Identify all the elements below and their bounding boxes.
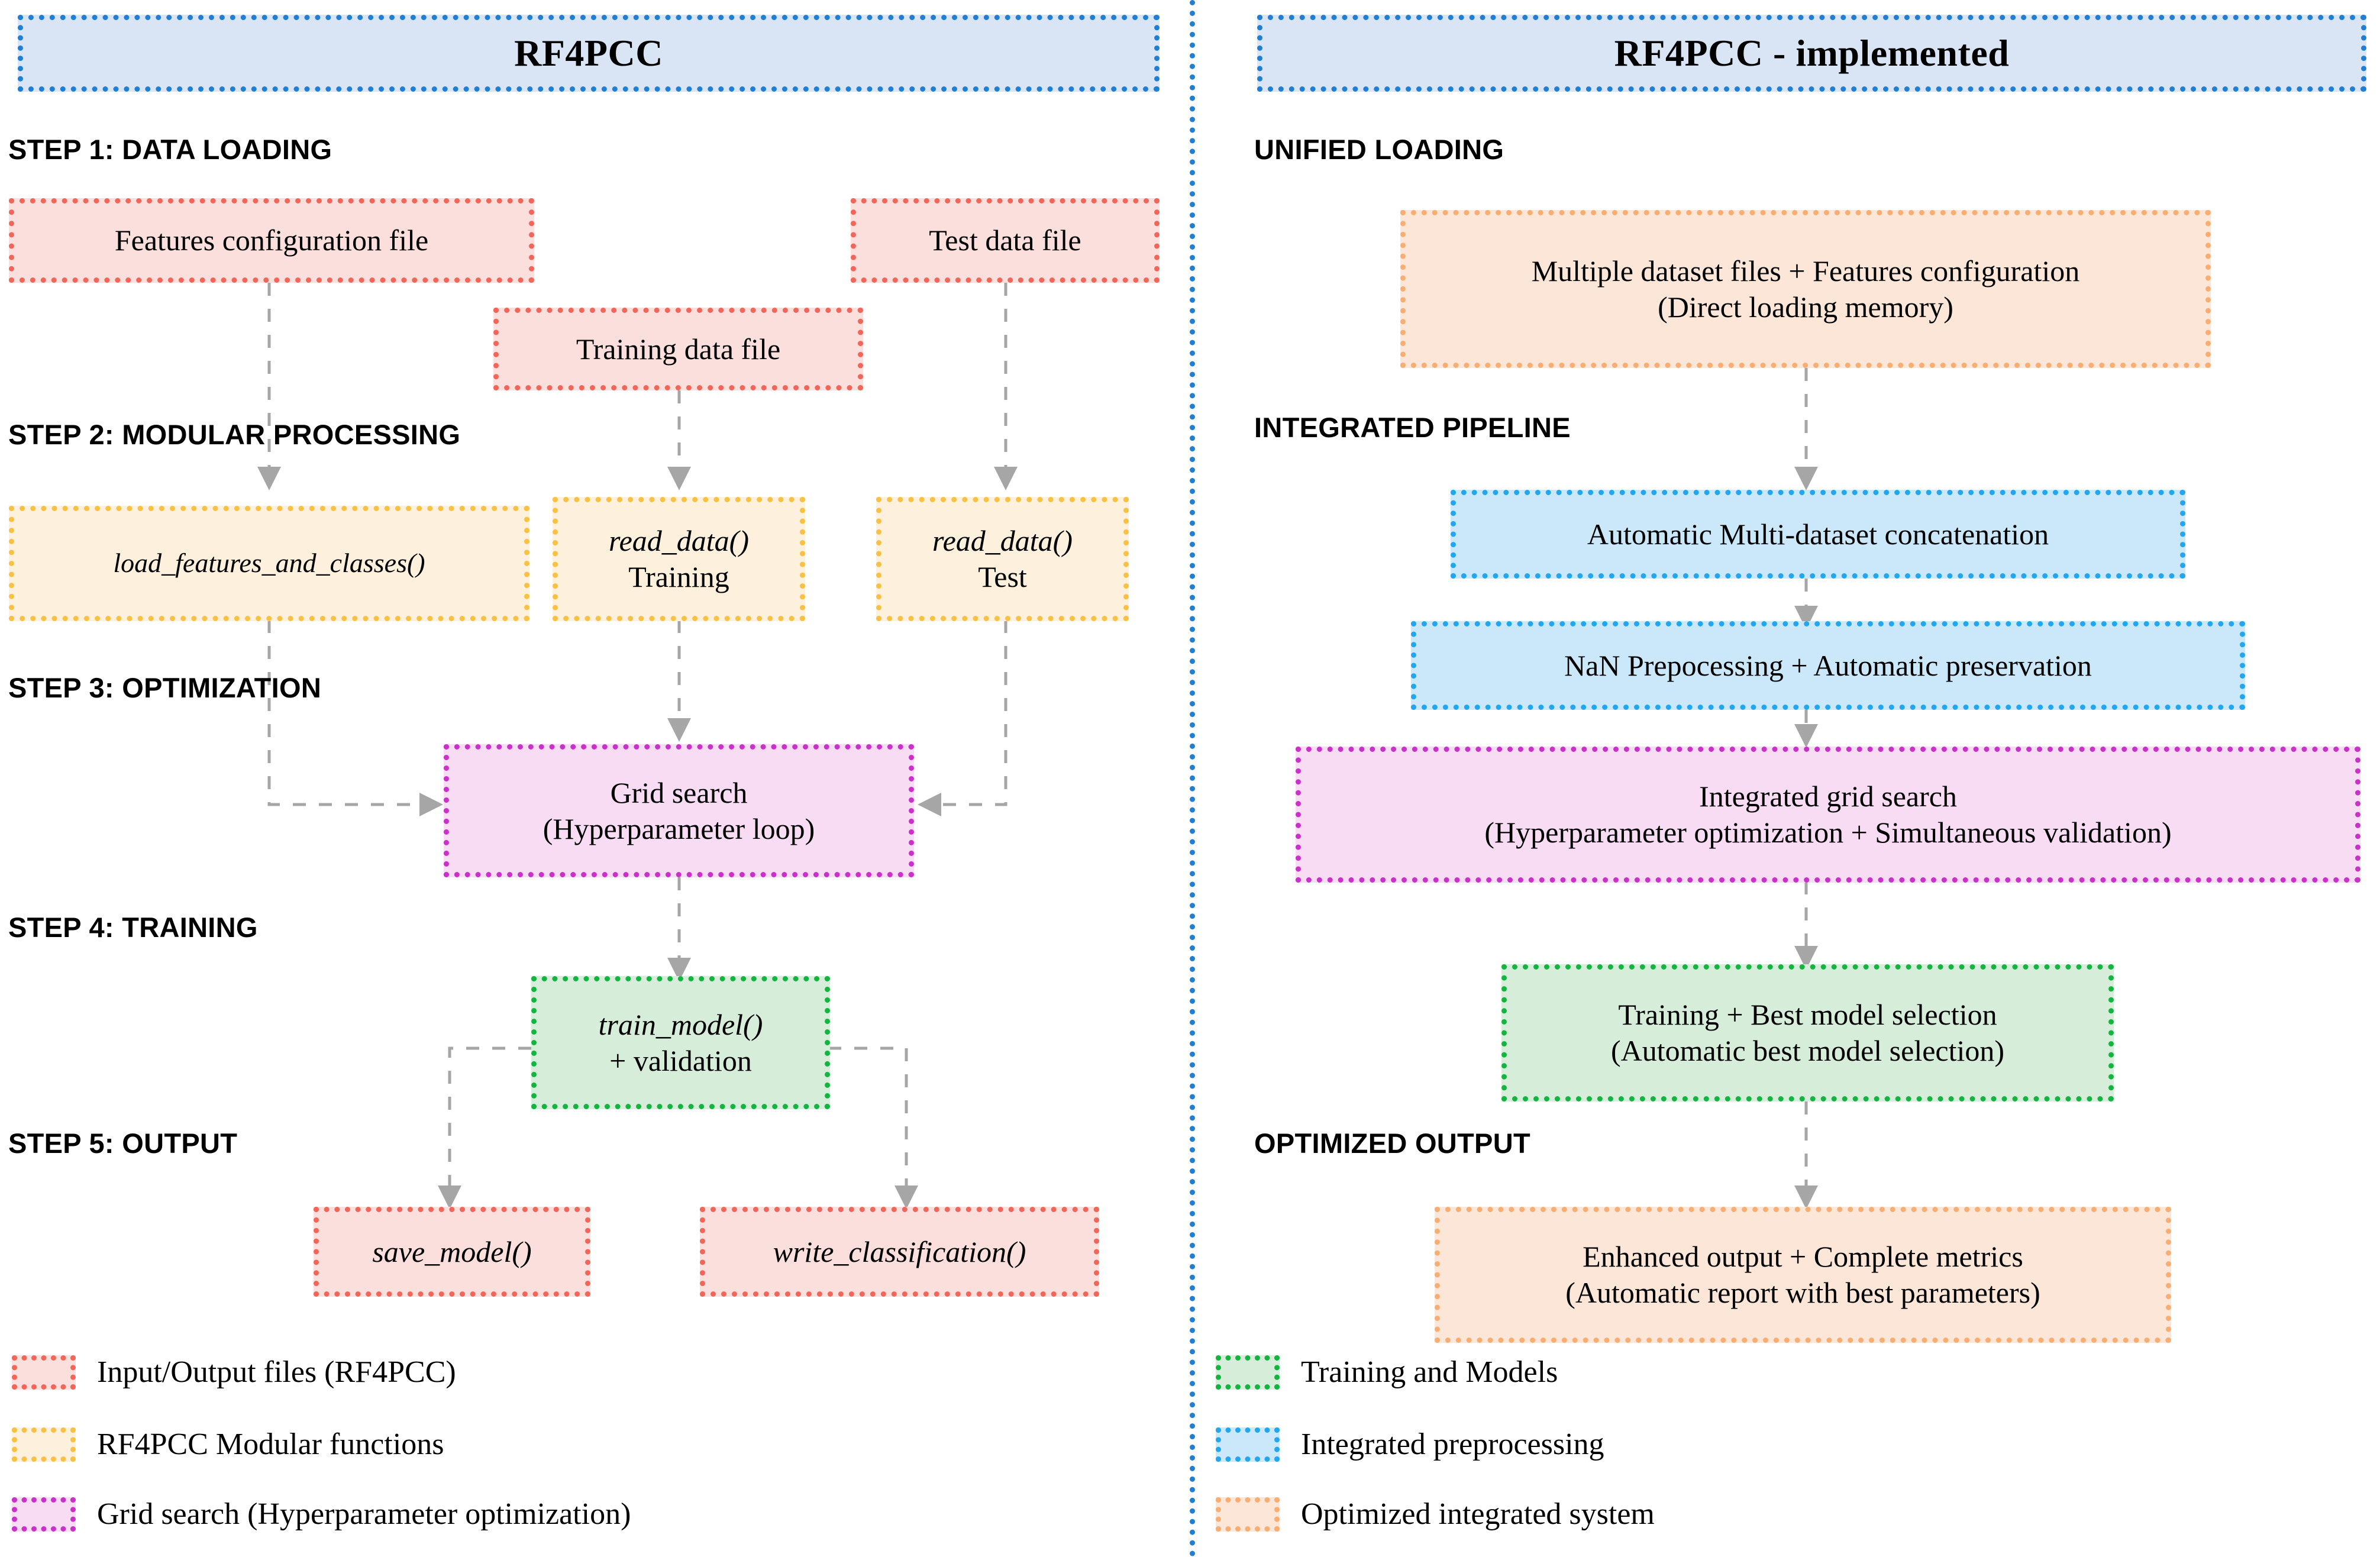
step-label-unified-loading: UNIFIED LOADING: [1254, 134, 1504, 165]
legend-row-modular-functions: RF4PCC Modular functions: [12, 1427, 444, 1462]
node-training-data-file: Training data file: [493, 308, 863, 390]
step-label-3: STEP 3: OPTIMIZATION: [8, 672, 322, 703]
node-load-features-and-classes: load_features_and_classes(): [9, 506, 529, 621]
read-data-test-line1: read_data(): [932, 524, 1073, 557]
legend-swatch-yellow: [12, 1427, 76, 1462]
legend-row-integrated-preprocessing: Integrated preprocessing: [1216, 1427, 1604, 1462]
legend-swatch-purple: [12, 1497, 76, 1532]
node-grid-search: Grid search (Hyperparameter loop): [444, 744, 914, 877]
node-features-configuration-file: Features configuration file: [9, 198, 534, 283]
legend-label-input-output-files: Input/Output files (RF4PCC): [97, 1355, 456, 1389]
legend-row-grid-search: Grid search (Hyperparameter optimization…: [12, 1497, 631, 1532]
node-train-model: train_model() + validation: [531, 976, 830, 1109]
train-model-line2: + validation: [609, 1044, 752, 1077]
legend-swatch-orange: [1216, 1497, 1280, 1532]
step-label-5: STEP 5: OUTPUT: [8, 1128, 238, 1159]
multiple-dataset-line1: Multiple dataset files + Features config…: [1531, 254, 2080, 288]
node-training-best-model-selection: Training + Best model selection (Automat…: [1501, 964, 2114, 1101]
legend-label-grid-search: Grid search (Hyperparameter optimization…: [97, 1497, 631, 1531]
legend-row-optimized-integrated-system: Optimized integrated system: [1216, 1497, 1655, 1532]
legend-label-modular-functions: RF4PCC Modular functions: [97, 1427, 444, 1461]
step-label-2: STEP 2: MODULAR PROCESSING: [8, 419, 461, 450]
node-save-model: save_model(): [314, 1207, 590, 1297]
step-label-optimized-output: OPTIMIZED OUTPUT: [1254, 1128, 1530, 1159]
node-enhanced-output: Enhanced output + Complete metrics (Auto…: [1435, 1207, 2171, 1343]
node-read-data-training: read_data() Training: [553, 497, 805, 621]
legend-label-optimized-integrated-system: Optimized integrated system: [1301, 1497, 1655, 1531]
node-multiple-dataset-files: Multiple dataset files + Features config…: [1400, 210, 2211, 368]
grid-search-line2: (Hyperparameter loop): [542, 812, 815, 845]
legend-label-integrated-preprocessing: Integrated preprocessing: [1301, 1427, 1604, 1461]
legend-swatch-blue: [1216, 1427, 1280, 1462]
training-best-line2: (Automatic best model selection): [1610, 1034, 2005, 1067]
read-data-training-line1: read_data(): [609, 524, 749, 557]
integrated-grid-line1: Integrated grid search: [1699, 780, 1957, 813]
training-best-line1: Training + Best model selection: [1618, 998, 1997, 1031]
train-model-line1: train_model(): [598, 1007, 763, 1041]
grid-search-line1: Grid search: [610, 776, 748, 809]
node-integrated-grid-search: Integrated grid search (Hyperparameter o…: [1296, 747, 2360, 883]
step-label-1: STEP 1: DATA LOADING: [8, 134, 332, 165]
node-write-classification: write_classification(): [700, 1207, 1099, 1297]
legend-swatch-red: [12, 1355, 76, 1390]
step-label-4: STEP 4: TRAINING: [8, 912, 258, 943]
enhanced-output-line1: Enhanced output + Complete metrics: [1583, 1240, 2023, 1273]
panel-divider: [1190, 0, 1195, 1557]
integrated-grid-line2: (Hyperparameter optimization + Simultane…: [1484, 816, 2172, 849]
node-read-data-test: read_data() Test: [876, 497, 1129, 621]
left-panel-title: RF4PCC: [18, 15, 1160, 92]
legend-row-training-and-models: Training and Models: [1216, 1355, 1558, 1390]
multiple-dataset-line2: (Direct loading memory): [1658, 290, 1953, 324]
step-label-integrated-pipeline: INTEGRATED PIPELINE: [1254, 412, 1571, 443]
read-data-test-line2: Test: [978, 560, 1027, 593]
node-nan-prepocessing: NaN Prepocessing + Automatic preservatio…: [1411, 621, 2245, 710]
right-panel-title: RF4PCC - implemented: [1257, 15, 2366, 92]
node-automatic-concatenation: Automatic Multi-dataset concatenation: [1451, 490, 2185, 579]
enhanced-output-line2: (Automatic report with best parameters): [1565, 1276, 2040, 1309]
legend-swatch-green: [1216, 1355, 1280, 1390]
legend-row-input-output-files: Input/Output files (RF4PCC): [12, 1355, 456, 1390]
legend-label-training-and-models: Training and Models: [1301, 1355, 1558, 1389]
read-data-training-line2: Training: [628, 560, 729, 593]
node-test-data-file: Test data file: [851, 198, 1160, 283]
